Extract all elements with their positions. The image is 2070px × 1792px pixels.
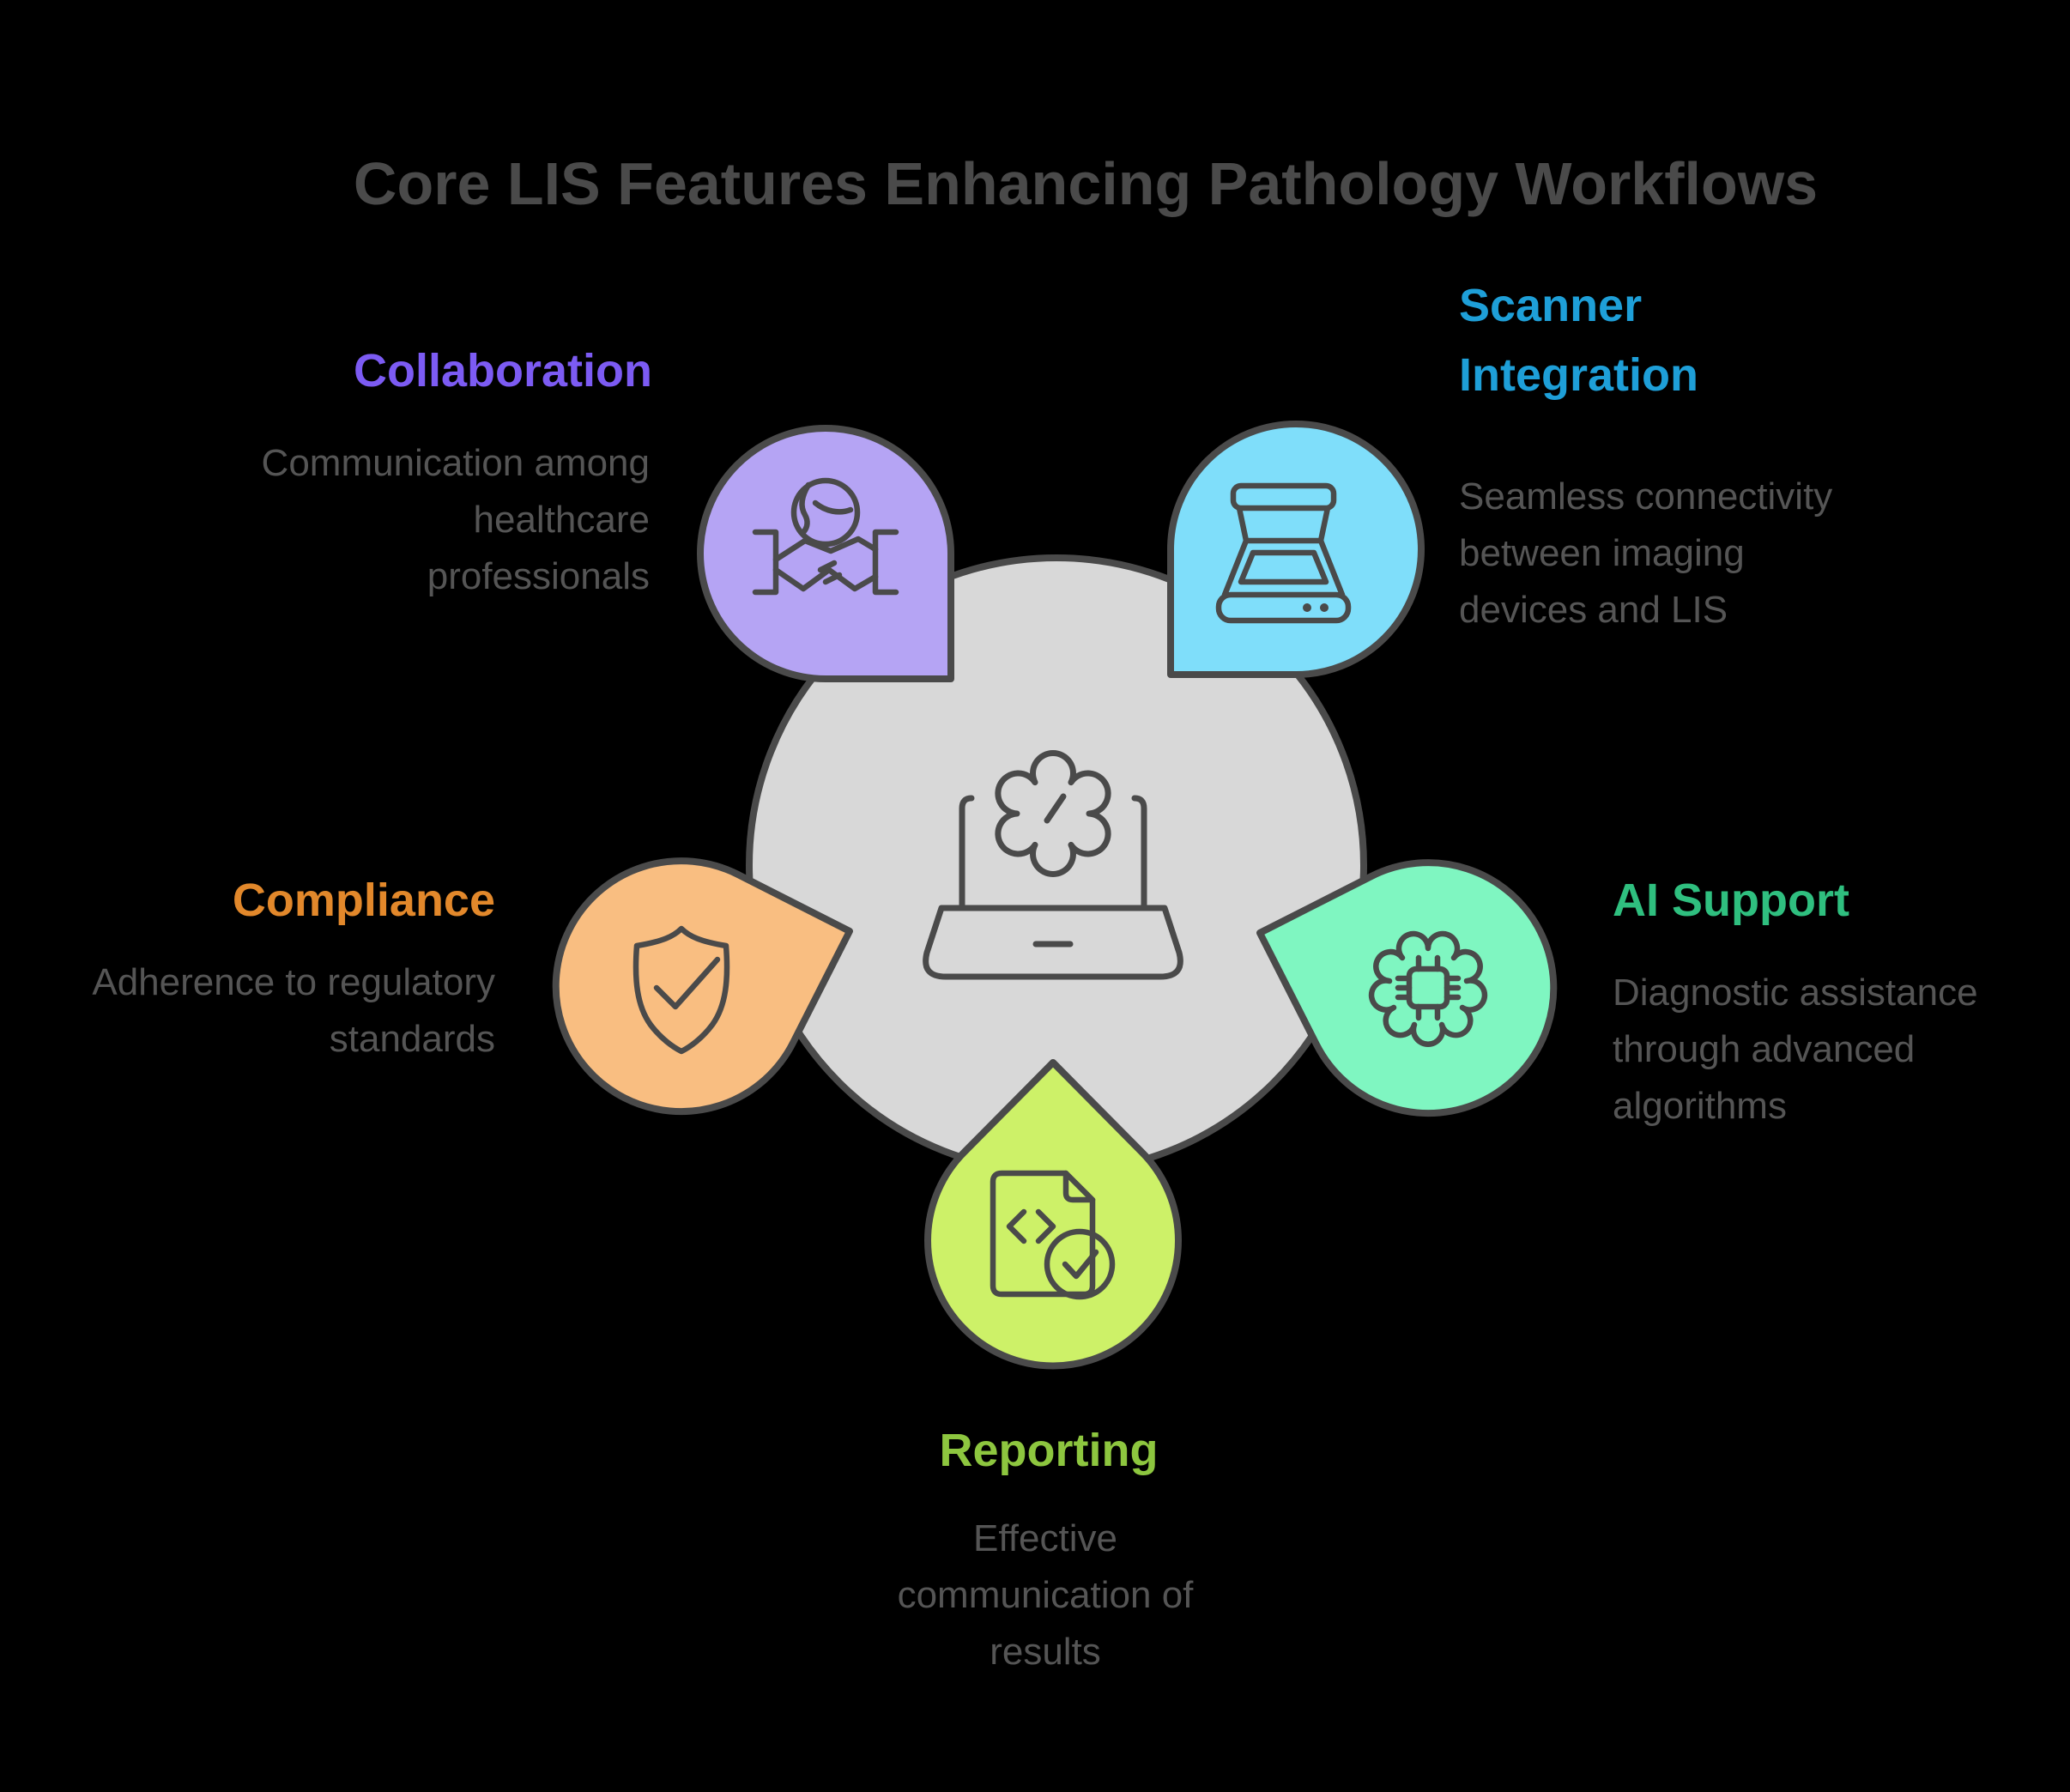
feature-scanner-integration-heading: Scanner Integration [1459, 280, 1698, 401]
feature-compliance-heading: Compliance [232, 875, 495, 926]
page-title: Core LIS Features Enhancing Pathology Wo… [353, 150, 1819, 217]
petal-collaboration [697, 425, 954, 682]
feature-scanner-integration-description: Seamless connectivity between imaging de… [1459, 475, 1833, 631]
petal-compliance [552, 857, 853, 1116]
laptop-gear-icon [923, 750, 1183, 980]
feature-collaboration-description: Communication among healthcare professio… [261, 442, 650, 597]
shield-check-icon [632, 925, 730, 1055]
feature-reporting-description: Effective communication of results [897, 1517, 1194, 1673]
feature-collaboration-heading: Collaboration [354, 345, 652, 397]
petal-reporting [924, 1059, 1182, 1370]
feature-ai-support-description: Diagnostic assistance through advanced a… [1613, 972, 1978, 1127]
globe-handshake-icon [752, 477, 899, 596]
feature-compliance-description: Adherence to regulatory standards [92, 961, 495, 1060]
feature-reporting-heading: Reporting [939, 1425, 1159, 1476]
feature-ai-support-heading: AI Support [1613, 875, 1849, 926]
scanner-icon [1215, 482, 1352, 624]
petal-scanner-integration [1167, 421, 1425, 678]
document-check-icon [990, 1170, 1116, 1300]
brain-chip-icon [1368, 930, 1488, 1047]
